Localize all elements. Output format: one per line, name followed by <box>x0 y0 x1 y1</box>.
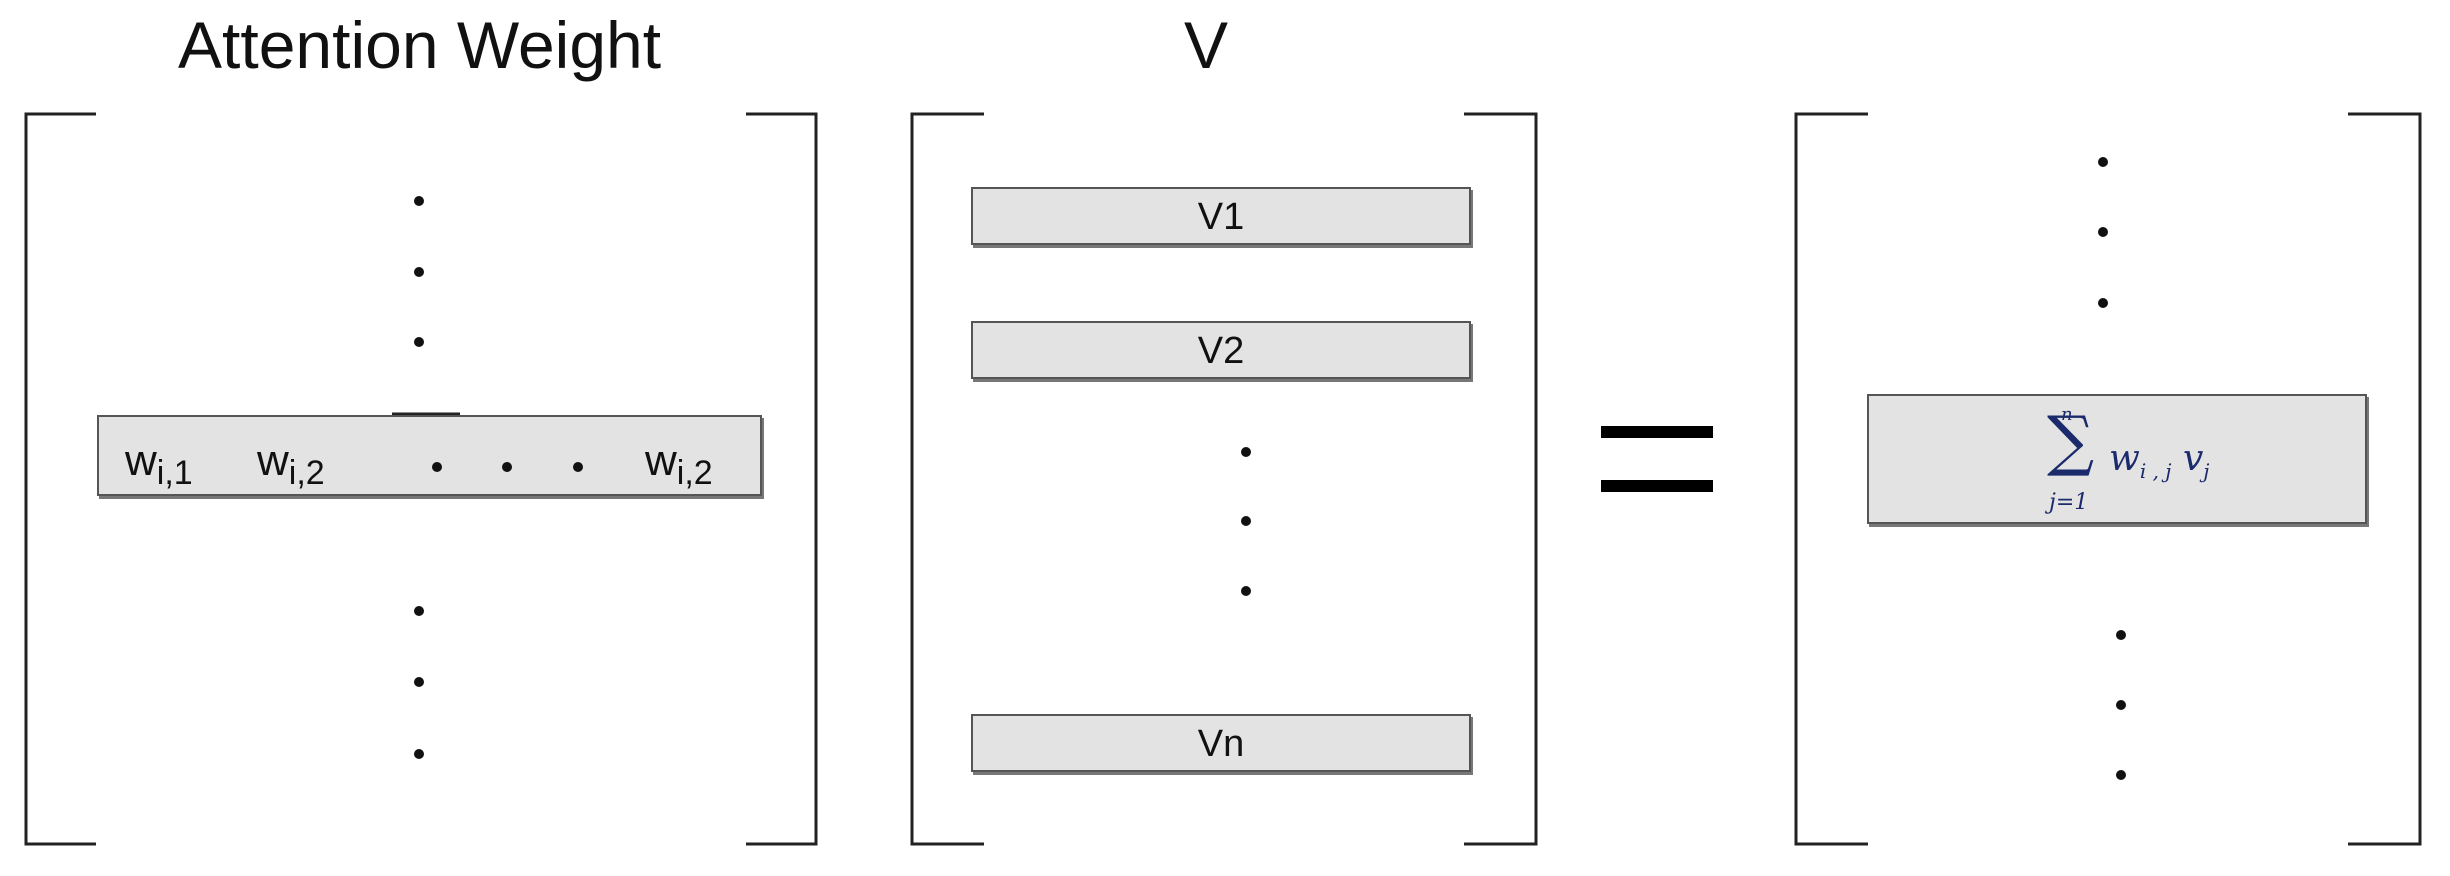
result-row: n ∑ j=1 wi , j vj <box>1867 394 2367 524</box>
summation-formula: n ∑ j=1 wi , j vj <box>1869 396 2365 522</box>
left-bracket-result <box>1794 112 1868 846</box>
v-row-n: Vn <box>971 714 1471 772</box>
v-row-label: V2 <box>1197 330 1245 372</box>
v-row-label: V1 <box>1197 196 1245 238</box>
v-row-1: V1 <box>971 187 1471 245</box>
sum-upper-limit: n <box>2061 404 2073 425</box>
right-bracket-v <box>1464 112 1538 846</box>
attention-weight-title: Attention Weight <box>178 8 662 82</box>
left-bracket-v <box>910 112 984 846</box>
left-bracket-attention <box>24 112 96 846</box>
right-bracket-result <box>2348 112 2422 846</box>
attention-weight-row: wi,1 wi,2 wi,2 <box>97 415 762 496</box>
v-row-2: V2 <box>971 321 1471 379</box>
sigma-symbol: ∑ <box>2047 402 2095 479</box>
weight-term: wi,2 <box>257 436 325 492</box>
v-title: V <box>1184 8 1229 82</box>
weight-term: wi,1 <box>125 436 193 492</box>
weight-term: wi,2 <box>645 436 713 492</box>
sum-term: wi , j vj <box>2109 438 2210 483</box>
right-bracket-attention <box>746 112 818 846</box>
v-row-label: Vn <box>1197 723 1245 765</box>
sum-lower-limit: j=1 <box>2049 490 2089 515</box>
equals-sign <box>1601 426 1713 492</box>
